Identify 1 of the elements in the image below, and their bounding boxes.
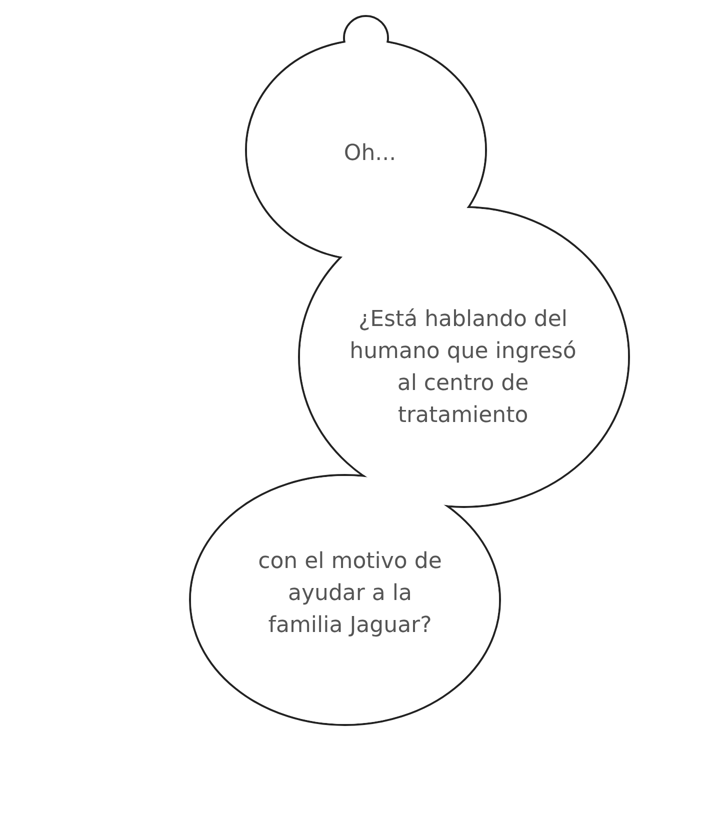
dialogue-text: Oh...: [310, 138, 430, 170]
